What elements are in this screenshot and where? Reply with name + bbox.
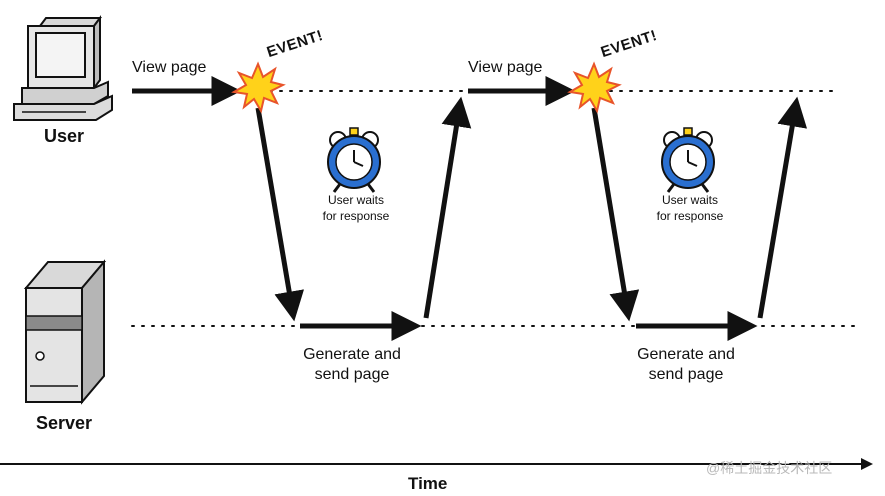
- starburst-icon: [567, 61, 622, 114]
- generate-line-2: send page: [314, 366, 390, 383]
- generate-label-1: Generate and send page: [290, 345, 414, 385]
- response-arrow-1: [423, 96, 472, 319]
- alarm-clock-icon: [661, 127, 715, 193]
- user-label: User: [44, 126, 85, 146]
- generate-label-2: Generate and send page: [624, 345, 748, 385]
- watermark: @稀土掘金技术社区: [706, 460, 833, 476]
- generate-line-1: Generate and: [303, 346, 401, 363]
- server-tower-icon: [23, 259, 107, 405]
- server-label: Server: [36, 413, 93, 433]
- generate-line-2: send page: [648, 366, 724, 383]
- wait-line-1: User waits: [661, 193, 718, 207]
- time-axis-label: Time: [408, 474, 448, 493]
- view-page-label-1: View page: [132, 59, 207, 76]
- wait-label-1: User waits for response: [316, 192, 396, 224]
- request-arrow-1: [255, 107, 305, 322]
- wait-line-1: User waits: [327, 193, 384, 207]
- view-page-label-2: View page: [468, 59, 543, 76]
- alarm-clock-icon: [327, 127, 381, 193]
- response-arrow-2: [757, 96, 808, 319]
- starburst-icon: [231, 61, 286, 114]
- wait-label-2: User waits for response: [650, 192, 730, 224]
- generate-line-1: Generate and: [637, 346, 735, 363]
- computer-icon: [13, 15, 113, 121]
- wait-line-2: for response: [656, 209, 724, 223]
- wait-line-2: for response: [322, 209, 390, 223]
- request-arrow-2: [591, 107, 640, 322]
